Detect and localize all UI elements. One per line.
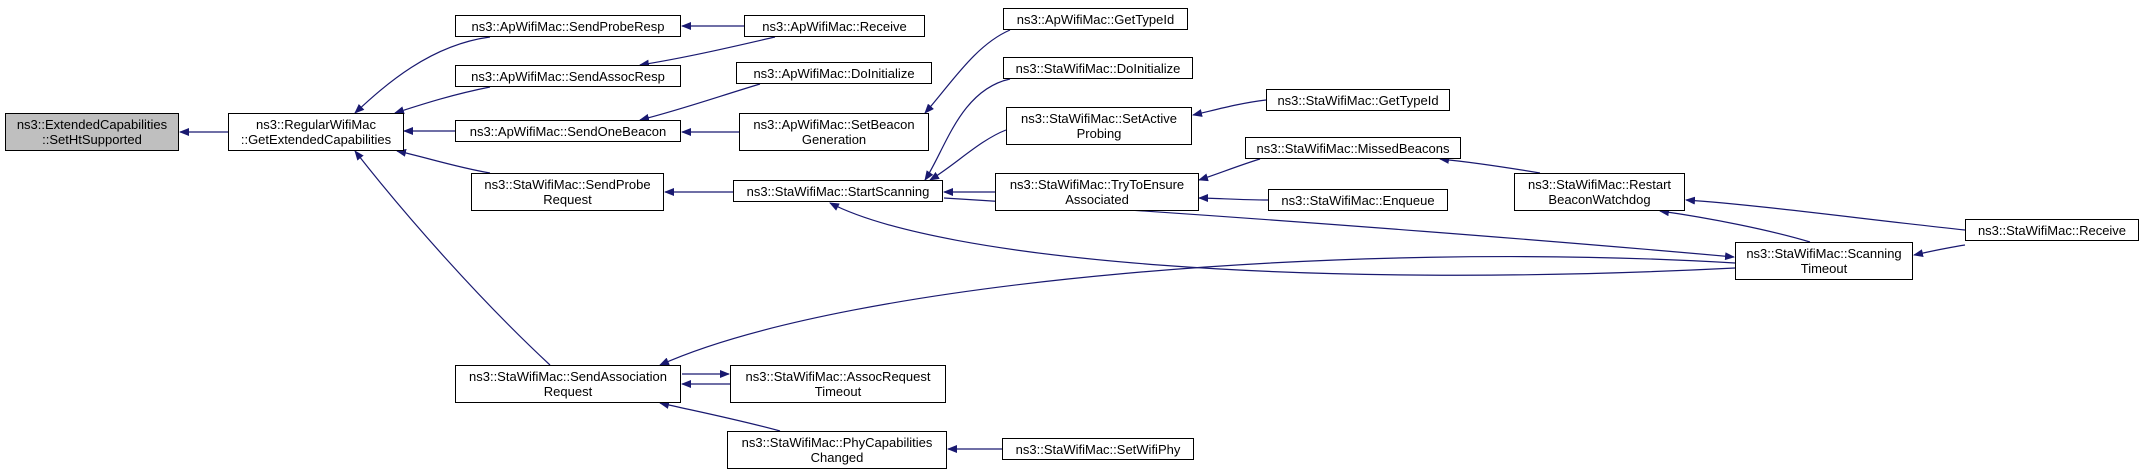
edge-sta-setactiveprobing-to-sta-startscanning — [929, 129, 1007, 181]
node-label-line: ns3::StaWifiMac::SendAssociation — [469, 369, 667, 384]
node-ap-sendassocresp[interactable]: ns3::ApWifiMac::SendAssocResp — [455, 65, 681, 87]
node-sta-doinitialize[interactable]: ns3::StaWifiMac::DoInitialize — [1003, 57, 1193, 79]
node-label-line: ns3::StaWifiMac::SetActive — [1020, 111, 1178, 126]
node-label-line: ns3::StaWifiMac::DoInitialize — [1015, 60, 1181, 76]
node-sta-restartbeaconwatchdog[interactable]: ns3::StaWifiMac::Restart BeaconWatchdog — [1514, 173, 1685, 211]
edge-sta-doinitialize-to-sta-startscanning — [924, 78, 1011, 181]
node-label-line: ns3::StaWifiMac::Enqueue — [1281, 192, 1435, 208]
edge-sta-enqueue-to-sta-trytoensureassociated — [1198, 194, 1269, 203]
node-label-line: BeaconWatchdog — [1548, 192, 1651, 207]
node-label-line: ns3::StaWifiMac::PhyCapabilities — [741, 435, 933, 450]
node-ap-gettypeid[interactable]: ns3::ApWifiMac::GetTypeId — [1003, 8, 1188, 30]
node-label-line: ns3::ApWifiMac::GetTypeId — [1016, 11, 1175, 27]
node-label-line: Changed — [810, 450, 864, 465]
node-label-line: ns3::StaWifiMac::SendProbe — [484, 177, 651, 192]
node-label-line: Associated — [1065, 192, 1129, 207]
node-sethtsupported: ns3::ExtendedCapabilities ::SetHtSupport… — [5, 113, 179, 151]
node-sta-startscanning[interactable]: ns3::StaWifiMac::StartScanning — [733, 180, 943, 202]
edge-sta-scanningtimeout-to-sta-startscanning — [829, 202, 1736, 276]
node-sta-gettypeid[interactable]: ns3::StaWifiMac::GetTypeId — [1266, 89, 1450, 111]
node-label-line: ns3::StaWifiMac::MissedBeacons — [1256, 140, 1450, 156]
edge-sta-gettypeid-to-sta-setactiveprobing — [1192, 99, 1267, 117]
node-label-line: ns3::ApWifiMac::SendAssocResp — [471, 68, 665, 84]
edge-sta-scanningtimeout-to-sta-restartbeaconwatchdog — [1659, 208, 1811, 243]
node-label-line: ns3::ExtendedCapabilities — [16, 117, 168, 132]
edge-ap-sendproberesp-to-getextendedcapabilities — [354, 36, 491, 114]
node-ap-setbeacongeneration[interactable]: ns3::ApWifiMac::SetBeacon Generation — [739, 113, 929, 151]
node-sta-setwifiphy[interactable]: ns3::StaWifiMac::SetWifiPhy — [1002, 438, 1194, 460]
edge-sta-missedbeacons-to-sta-trytoensureassociated — [1198, 158, 1261, 182]
node-sta-assocrequesttimeout[interactable]: ns3::StaWifiMac::AssocRequest Timeout — [730, 365, 946, 403]
node-label-line: Request — [543, 192, 592, 207]
node-sta-phycapabilitieschanged[interactable]: ns3::StaWifiMac::PhyCapabilities Changed — [727, 431, 947, 469]
node-ap-receive[interactable]: ns3::ApWifiMac::Receive — [744, 15, 925, 37]
node-label-line: ns3::ApWifiMac::DoInitialize — [753, 65, 915, 81]
node-label-line: ns3::ApWifiMac::SendProbeResp — [471, 18, 665, 34]
node-label-line: ns3::RegularWifiMac — [256, 117, 376, 132]
edge-ap-gettypeid-to-ap-setbeacongeneration — [924, 29, 1011, 114]
node-label-line: ns3::StaWifiMac::Scanning — [1746, 246, 1902, 261]
node-label-line: ns3::ApWifiMac::SetBeacon — [753, 117, 915, 132]
node-ap-doinitialize[interactable]: ns3::ApWifiMac::DoInitialize — [736, 62, 932, 84]
edge-ap-receive-to-ap-sendassocresp — [639, 36, 776, 68]
node-label-line: ns3::StaWifiMac::GetTypeId — [1277, 92, 1439, 108]
edge-ap-sendassocresp-to-getextendedcapabilities — [394, 86, 491, 115]
edge-sta-sendassociationrequest-to-getextendedcapabilities — [354, 150, 551, 366]
node-label-line: ns3::StaWifiMac::Receive — [1977, 222, 2127, 238]
edge-sta-scanningtimeout-to-sta-sendassociationrequest — [659, 256, 1736, 366]
node-getextendedcapabilities[interactable]: ns3::RegularWifiMac ::GetExtendedCapabil… — [228, 113, 404, 151]
edge-sta-receive-to-sta-scanningtimeout — [1913, 244, 1966, 258]
node-label-line: ns3::StaWifiMac::Restart — [1527, 177, 1672, 192]
node-label-line: ns3::StaWifiMac::AssocRequest — [745, 369, 931, 384]
node-sta-enqueue[interactable]: ns3::StaWifiMac::Enqueue — [1268, 189, 1448, 211]
node-ap-sendonebeacon[interactable]: ns3::ApWifiMac::SendOneBeacon — [455, 120, 681, 142]
edge-sta-sendproberequest-to-getextendedcapabilities — [396, 148, 491, 174]
node-sta-sendassociationrequest[interactable]: ns3::StaWifiMac::SendAssociation Request — [455, 365, 681, 403]
node-sta-scanningtimeout[interactable]: ns3::StaWifiMac::Scanning Timeout — [1735, 242, 1913, 280]
node-sta-sendproberequest[interactable]: ns3::StaWifiMac::SendProbe Request — [471, 173, 664, 211]
edge-ap-doinitialize-to-ap-sendonebeacon — [639, 83, 761, 122]
node-label-line: Probing — [1076, 126, 1122, 141]
node-label-line: ns3::ApWifiMac::SendOneBeacon — [469, 123, 667, 139]
edge-sta-restartbeaconwatchdog-to-sta-missedbeacons — [1439, 155, 1541, 174]
node-label-line: ns3::StaWifiMac::StartScanning — [746, 183, 930, 199]
node-sta-setactiveprobing[interactable]: ns3::StaWifiMac::SetActive Probing — [1006, 107, 1192, 145]
node-label-line: ns3::ApWifiMac::Receive — [762, 18, 907, 34]
node-label-line: Generation — [801, 132, 867, 147]
edge-sta-receive-to-sta-restartbeaconwatchdog — [1685, 196, 1966, 231]
node-label-line: Request — [543, 384, 593, 399]
node-sta-trytoensureassociated[interactable]: ns3::StaWifiMac::TryToEnsure Associated — [995, 173, 1199, 211]
node-ap-sendproberesp[interactable]: ns3::ApWifiMac::SendProbeResp — [455, 15, 681, 37]
node-label-line: ::GetExtendedCapabilities — [240, 132, 392, 147]
edge-sta-phycapabilitieschanged-to-sta-sendassociationrequest — [659, 401, 781, 432]
node-sta-receive[interactable]: ns3::StaWifiMac::Receive — [1965, 219, 2139, 241]
node-sta-missedbeacons[interactable]: ns3::StaWifiMac::MissedBeacons — [1245, 137, 1461, 159]
node-label-line: Timeout — [1800, 261, 1848, 276]
node-label-line: ::SetHtSupported — [42, 132, 142, 147]
node-label-line: Timeout — [814, 384, 862, 399]
node-label-line: ns3::StaWifiMac::TryToEnsure — [1009, 177, 1185, 192]
node-label-line: ns3::StaWifiMac::SetWifiPhy — [1015, 441, 1181, 457]
